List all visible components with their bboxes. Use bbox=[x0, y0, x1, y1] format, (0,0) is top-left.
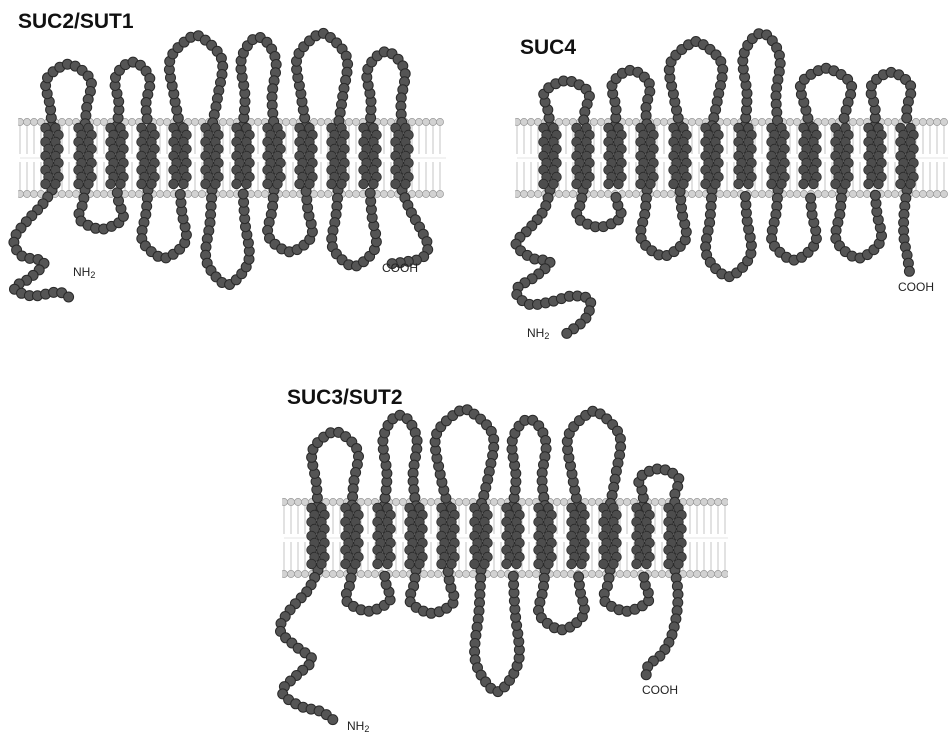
n-terminus-label: NH2 bbox=[527, 326, 549, 341]
n-terminus-label: NH2 bbox=[73, 265, 95, 280]
panel-suc2-sut1: SUC2/SUT1 NH2 COOH bbox=[9, 10, 446, 302]
protein-chain bbox=[276, 405, 687, 725]
c-terminus-label: COOH bbox=[898, 280, 934, 294]
panel-title: SUC3/SUT2 bbox=[287, 386, 403, 409]
panel-suc4: SUC4 NH2 COOH bbox=[511, 29, 948, 341]
panel-title: SUC2/SUT1 bbox=[18, 10, 134, 33]
protein-chain bbox=[511, 29, 918, 339]
panel-suc3-sut2: SUC3/SUT2 NH2 COOH bbox=[276, 386, 729, 734]
c-terminus-label: COOH bbox=[642, 683, 678, 697]
protein-chain bbox=[9, 28, 433, 302]
c-terminus-label: COOH bbox=[382, 261, 418, 275]
panel-title: SUC4 bbox=[520, 36, 576, 59]
n-terminus-label: NH2 bbox=[347, 719, 369, 734]
